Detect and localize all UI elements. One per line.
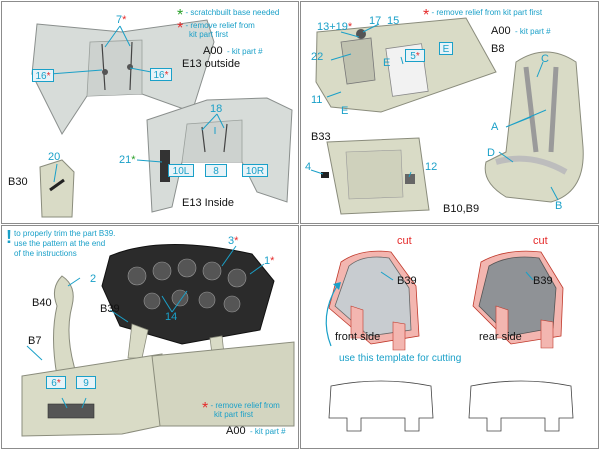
callout-16-right: 16*	[150, 68, 172, 81]
panel-cutting-template: cut cut B39 B39 front side rear side use…	[300, 225, 599, 449]
red-star-icon: *	[122, 14, 127, 26]
red-star-icon: *	[423, 7, 430, 24]
panel-dashboard-illustration	[21, 243, 295, 437]
callout-14: 14	[165, 311, 178, 323]
callout-18: 18	[210, 103, 223, 115]
label-b30: B30	[8, 176, 28, 188]
callout-20: 20	[48, 151, 61, 163]
label-b33: B33	[311, 131, 331, 143]
label-e13-inside: E13 Inside	[182, 197, 234, 209]
callout-4: 4	[305, 161, 312, 173]
callout-16-left: 16*	[32, 69, 54, 82]
red-star-icon: *	[202, 400, 209, 417]
green-star-icon: *	[177, 7, 184, 24]
label-b39-left: B39	[397, 275, 417, 287]
callout-7: 7*	[116, 14, 127, 26]
callout-8: 8	[205, 164, 227, 177]
callout-b: B	[555, 200, 563, 212]
callout-3: 3*	[228, 235, 239, 247]
callout-10r: 10R	[242, 164, 268, 177]
red-star-icon: *	[347, 21, 353, 33]
label-b7: B7	[28, 335, 42, 347]
red-star-icon: *	[415, 51, 420, 62]
label-template-instruction: use this template for cutting	[339, 353, 462, 364]
exclamation-icon: !	[6, 227, 12, 247]
callout-11: 11	[311, 94, 323, 106]
label-front-side: front side	[335, 331, 381, 343]
callout-21: 21*	[119, 154, 136, 166]
callout-a: A	[491, 121, 499, 133]
red-star-icon: *	[270, 255, 275, 267]
panel-seat-illustration	[310, 17, 584, 215]
callout-9: 9	[76, 376, 96, 389]
callout-13-19: 13+19*	[317, 21, 353, 33]
red-star-icon: *	[164, 70, 169, 81]
callout-22: 22	[311, 51, 324, 63]
callout-d: D	[487, 147, 495, 159]
panel-e13-frame: 7* 16* 16* E13 outside 18 21* 10L 8 10R …	[1, 1, 299, 224]
label-cut-left: cut	[397, 235, 412, 247]
callout-10l: 10L	[168, 164, 194, 177]
red-star-icon: *	[56, 378, 61, 389]
callout-5: 5*	[405, 49, 425, 62]
callout-15: 15	[387, 15, 400, 27]
panel-e13-illustration	[31, 19, 293, 218]
panel-template-illustration	[325, 250, 574, 432]
label-cut-right: cut	[533, 235, 548, 247]
label-b39-right: B39	[533, 275, 553, 287]
label-rear-side: rear side	[479, 331, 522, 343]
label-b10-b9: B10,B9	[443, 203, 480, 215]
callout-17: 17	[369, 15, 382, 27]
red-star-icon: *	[46, 71, 51, 82]
label-b8: B8	[491, 43, 505, 55]
callout-e-top: E	[439, 42, 453, 55]
callout-c: C	[541, 53, 549, 65]
callout-e-bottom: E	[341, 105, 349, 117]
green-star-icon: *	[131, 154, 136, 166]
callout-2: 2	[90, 273, 97, 285]
callout-e-mid: E	[383, 57, 391, 69]
callout-6: 6*	[46, 376, 66, 389]
red-star-icon: *	[234, 235, 239, 247]
label-e13-outside: E13 outside	[182, 58, 241, 70]
label-b40: B40	[32, 297, 52, 309]
red-star-icon: *	[177, 20, 184, 37]
panel-instrument-panel: ! to properly trim the part B39. use the…	[1, 225, 299, 449]
panel-seat-b8: 13+19* 17 15 22 5* 11 E E E B8 B33 4 12 …	[300, 1, 599, 224]
callout-1: 1*	[264, 255, 275, 267]
label-b39: B39	[100, 303, 120, 315]
callout-12: 12	[425, 161, 438, 173]
